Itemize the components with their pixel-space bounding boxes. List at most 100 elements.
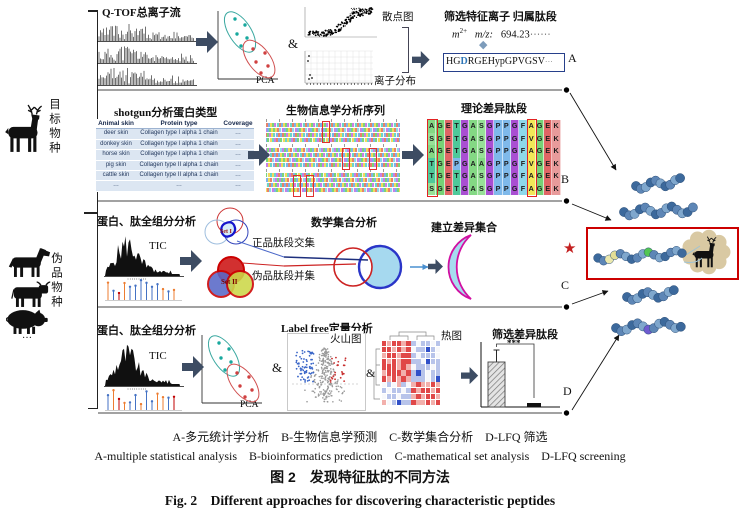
heatmap-cell <box>420 352 426 359</box>
peptide-residue-cell: G <box>535 145 545 158</box>
peptide-bead <box>632 253 642 263</box>
peptide-bead-chain <box>619 201 698 221</box>
figure-title-en: Fig. 2 Different approaches for discover… <box>164 493 556 508</box>
heatmap-cell <box>401 387 406 394</box>
peptide-bead-chain <box>611 316 686 336</box>
alignment-ruler <box>266 169 400 172</box>
heatmap-cell <box>435 352 440 359</box>
peptide-residue-cell: S <box>477 120 487 133</box>
alignment-row <box>266 153 400 157</box>
peptide-bead <box>666 201 677 212</box>
peptide-residue-cell: G <box>436 120 445 133</box>
peptide-bead <box>640 182 651 192</box>
peptide-residue-cell: P <box>452 157 462 171</box>
heatmap-cell <box>420 387 426 394</box>
table-cell: … <box>222 170 254 182</box>
heatmap-cell <box>411 387 416 394</box>
peptide-bead <box>632 318 643 329</box>
peptide-residue-cell: G <box>535 132 545 146</box>
more-species-ellipsis: … <box>22 330 32 341</box>
volcano-up-dots <box>334 373 337 376</box>
panel-tag-a: A <box>568 51 577 65</box>
peptide-residue-cell: K <box>552 182 561 196</box>
peptide-bead <box>621 324 632 335</box>
volcano-down-dots <box>300 357 303 360</box>
peptide-bead <box>675 321 686 332</box>
peptide-residue-cell: K <box>552 157 561 171</box>
heatmap-cell <box>396 370 402 376</box>
tic-peak-cluster <box>105 236 180 276</box>
peptide-bead <box>654 253 665 263</box>
peptide-residue-cell: S <box>477 145 487 158</box>
heatmap-cell <box>406 393 411 400</box>
species-blob <box>682 229 731 275</box>
heatmap-cell <box>401 393 406 400</box>
qtof-tic-title: Q-TOF总离子流 <box>102 7 181 19</box>
peptide-residue-cell: G <box>510 132 520 146</box>
venn-set2-diagram: Set II <box>207 256 254 298</box>
peptide-residue-cell: P <box>502 120 511 133</box>
volcano-down-dots <box>295 354 298 357</box>
peptide-bead <box>611 323 621 333</box>
heatmap-cell <box>386 376 392 382</box>
peptide-residue-cell: A <box>469 182 478 196</box>
volcano-down-dots <box>310 352 313 355</box>
heatmap-cell <box>391 358 397 365</box>
volcano-down-dots <box>304 379 307 381</box>
peptide-residue-cell: P <box>502 182 511 196</box>
heatmap-cell <box>382 370 387 376</box>
panel-tag-b: B <box>561 172 570 186</box>
heatmap-cell <box>430 364 436 370</box>
peptide-bead <box>645 206 656 216</box>
link-curve <box>683 257 703 263</box>
tic-peak-cluster <box>105 344 180 386</box>
cattle-icon <box>11 281 51 308</box>
volcano-down-dots <box>311 351 314 354</box>
peptide-residue-cell: G <box>436 145 445 158</box>
table-cell: … <box>222 149 254 161</box>
peptide-post: RGEHypGPVGSV <box>467 56 545 67</box>
bar-genuine <box>487 361 506 408</box>
peptide-residue-cell: G <box>535 157 545 171</box>
peptide-residue-cell: K <box>552 170 561 183</box>
peptide-residue-cell: A <box>527 182 536 196</box>
heatmap-cell <box>396 387 402 394</box>
volcano-up-dots <box>333 362 336 364</box>
heatmap-cell <box>430 352 436 359</box>
heatmap-cell <box>416 352 421 359</box>
heatmap-cell <box>391 387 397 394</box>
heatmap-cell <box>416 376 421 382</box>
heatmap-cell <box>382 364 387 370</box>
deer-icon-small <box>691 236 717 268</box>
peptide-bead <box>643 324 654 335</box>
peptide-residue-cell: S <box>428 182 437 196</box>
heatmap-cell <box>435 364 440 370</box>
venn-set1-diagram: Set I <box>204 207 249 245</box>
connector-dot <box>563 304 570 310</box>
tic-label-d: TIC <box>149 350 167 362</box>
heatmap-cell <box>382 341 387 347</box>
panel-tag-d: D <box>563 384 572 398</box>
heatmap-cell <box>416 381 421 388</box>
peptide-bead <box>624 210 635 221</box>
volcano-down-dots <box>309 367 311 370</box>
panel-result-arrow <box>571 203 612 221</box>
volcano-down-dots <box>302 361 305 363</box>
peptide-residue-cell: G <box>461 120 470 133</box>
tic-chromatogram-d <box>104 344 184 411</box>
heatmap-cell <box>386 370 392 376</box>
heatmap-cell <box>420 358 426 365</box>
peptide-residue-cell: A <box>469 132 478 146</box>
heatmap-cell <box>420 393 426 400</box>
alignment-highlight-box <box>306 175 315 197</box>
heatmap-cell <box>391 370 397 376</box>
peptide-residue-cell: T <box>428 170 437 183</box>
flow-arrow-icon <box>412 51 430 69</box>
alignment-row <box>266 183 400 187</box>
peptide-residue-cell: G <box>486 120 495 133</box>
peptide-residue-cell: E <box>444 145 453 158</box>
peptide-residue-cell: S <box>428 132 437 146</box>
heatmap-cell <box>430 376 436 382</box>
peptide-residue-cell: K <box>552 145 561 158</box>
